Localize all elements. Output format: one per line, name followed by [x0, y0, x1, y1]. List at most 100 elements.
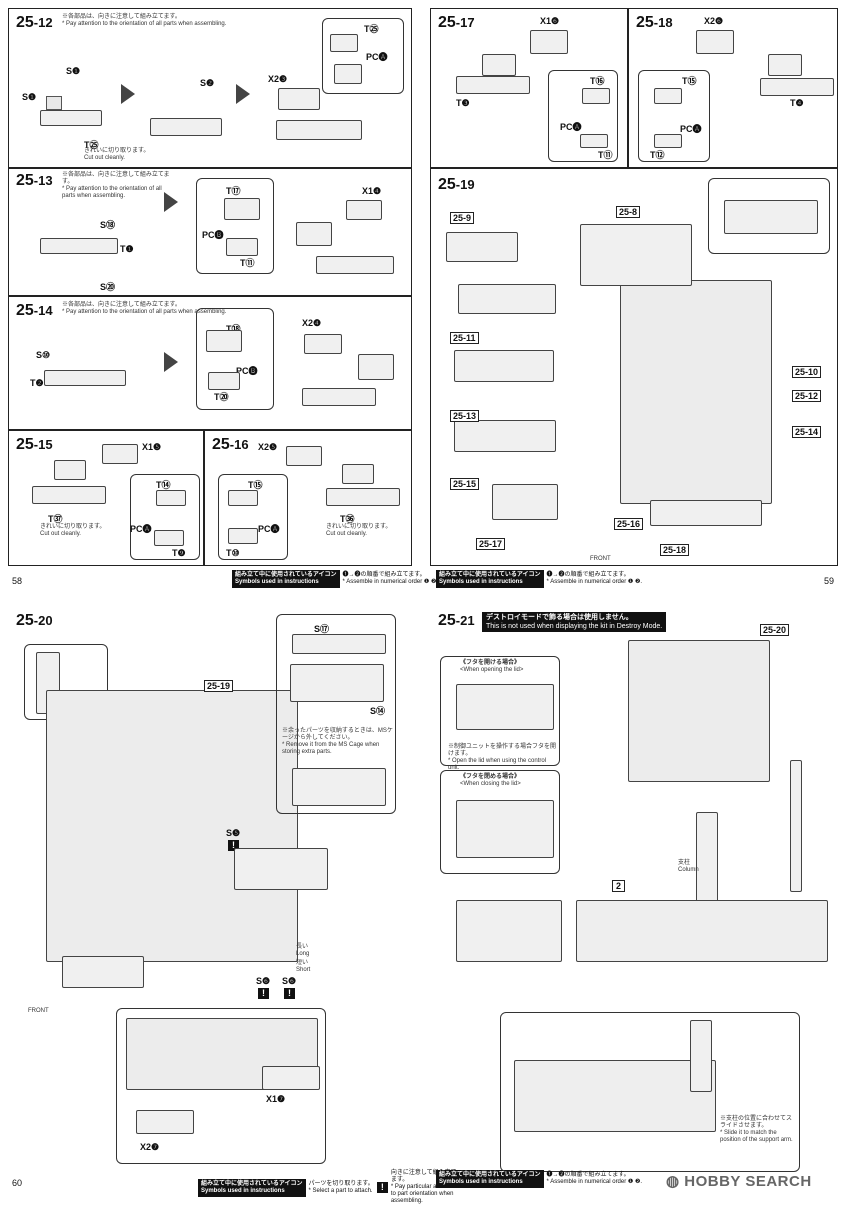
page-number: 58	[12, 576, 23, 586]
detail-box	[130, 474, 200, 560]
page-number: 59	[824, 576, 835, 586]
step-ref-tag: 25-11	[450, 332, 479, 344]
legend-text-en: * Assemble in numerical order ❶ ❷.	[546, 1179, 642, 1185]
label-t11: T⑪	[598, 150, 613, 160]
part-rail	[316, 256, 394, 274]
label-x1: X1❹	[362, 186, 382, 196]
detail-box	[548, 70, 618, 162]
legend-order: ❶→❷の順番で組み立てます。* Assemble in numerical or…	[547, 572, 642, 586]
part-rail	[276, 120, 362, 140]
part-block	[206, 330, 242, 352]
cut-note-jp: きれいに切り取ります。	[40, 524, 106, 530]
legend-text-en: * Assemble in numerical order ❶ ❷.	[546, 579, 642, 585]
label-pcb: PC🅑	[202, 230, 224, 240]
column-jp: 支柱	[678, 860, 691, 866]
part-block	[304, 334, 342, 354]
usage-banner: デストロイモードで飾る場合は使用しません。 This is not used w…	[482, 612, 667, 632]
part-arm	[454, 420, 556, 452]
step-panel-25-17	[430, 8, 628, 168]
banner-jp: デストロイモードで飾る場合は使用しません。	[486, 614, 633, 621]
step-sub: -21	[455, 613, 475, 628]
label-t25: T㉕	[364, 24, 379, 34]
label-t12: T⑫	[650, 150, 665, 160]
close-lid-title: 《フタを閉める場合》<When closing the lid>	[460, 774, 521, 788]
front-label: FRONT	[28, 1008, 49, 1014]
label-s2: S❷	[200, 78, 215, 88]
label-pcb: PC🅑	[236, 366, 258, 376]
part-block	[154, 530, 184, 546]
arrow-icon	[164, 352, 178, 372]
part-block	[342, 464, 374, 484]
detail-box-slide	[500, 1012, 800, 1172]
cut-note-jp: きれいに切り取ります。	[84, 148, 150, 154]
label-pca: PC🅐	[130, 524, 152, 534]
label-t10: T⑩	[226, 548, 240, 558]
extra-note-en: * Remove it from the MS Cage when storin…	[282, 742, 380, 755]
page-number: 60	[12, 1178, 23, 1188]
column-en: Column	[678, 867, 699, 873]
step-ref-tag: 25-13	[450, 410, 480, 422]
label-pca: PC🅐	[366, 52, 388, 62]
part-block	[654, 88, 682, 104]
step-ref-tag: 25-8	[616, 206, 641, 218]
label-base-number: 2	[612, 880, 626, 892]
legend-select: パーツを切り取ります。* Select a part to attach.	[309, 1181, 374, 1195]
part-frame-tower	[628, 640, 770, 782]
part-grille	[46, 96, 62, 110]
watermark-logo: ◍ HOBBY SEARCH	[666, 1172, 812, 1190]
arrow-icon	[164, 192, 178, 212]
part-block	[102, 444, 138, 464]
part-arm	[446, 232, 518, 262]
step-title-25-18: 25-18	[636, 14, 673, 32]
step-base: 25	[438, 14, 456, 31]
step-ref-tag: 25-15	[450, 478, 480, 490]
note-en: * Pay attention to the orientation of al…	[62, 309, 227, 315]
step-note: ※各部品は、向きに注意して組み立てます。 * Pay attention to …	[62, 14, 262, 28]
part-column	[790, 760, 802, 892]
label-s5: S❺	[226, 828, 241, 838]
step-base: 25	[212, 436, 230, 453]
legend-title-en: Symbols used in instructions	[439, 1179, 523, 1185]
part-rail	[456, 76, 530, 94]
part-block	[654, 134, 682, 148]
part-arm	[492, 484, 558, 520]
part-arm	[458, 284, 556, 314]
part-control-unit	[456, 800, 554, 858]
part-frame	[150, 118, 222, 136]
adjust-en: * Slide it to match the position of the …	[720, 1130, 793, 1143]
part-frame-tower	[620, 280, 772, 504]
note-en: * Pay attention to the orientation of al…	[62, 186, 162, 199]
detail-box	[116, 1008, 326, 1164]
label-t37: T㊲	[48, 514, 63, 524]
open-en: <When opening the lid>	[460, 667, 524, 673]
legend-a-en: * Select a part to attach.	[308, 1187, 373, 1194]
step-note: ※各部品は、向きに注意して組み立てます。 * Pay attention to …	[62, 302, 262, 316]
step-base: 25	[16, 436, 34, 453]
banner-en: This is not used when displaying the kit…	[486, 623, 663, 630]
step-sub: -17	[455, 15, 475, 30]
step-panel-25-15	[8, 430, 204, 566]
legend-title-jp: 組み立て中に使用されているアイコン	[201, 1180, 303, 1187]
detail-box	[708, 178, 830, 254]
step-base: 25	[16, 172, 34, 189]
cut-note-en: Cut out cleanly.	[326, 531, 367, 537]
legend-b-jp: 向きに注意して組み立てます。	[390, 1170, 457, 1183]
step-sub: -15	[33, 437, 53, 452]
part-base	[576, 900, 828, 962]
label-t15: T⑮	[248, 480, 263, 490]
step-ref-tag: 25-14	[792, 426, 822, 438]
part-frame-tower	[46, 690, 298, 962]
label-t14: T⑭	[156, 480, 171, 490]
legend-order: ❶→❷の順番で組み立てます。* Assemble in numerical or…	[343, 572, 438, 586]
part-rail	[760, 78, 834, 96]
label-x1: X1❼	[266, 1094, 286, 1104]
legend-title-jp: 組み立て中に使用されているアイコン	[439, 1172, 541, 1178]
part-frame-base	[62, 956, 144, 988]
label-t3: T❸	[456, 98, 470, 108]
part-block	[296, 222, 332, 246]
part-base	[514, 1060, 716, 1132]
label-s18: S⑱	[100, 220, 116, 230]
